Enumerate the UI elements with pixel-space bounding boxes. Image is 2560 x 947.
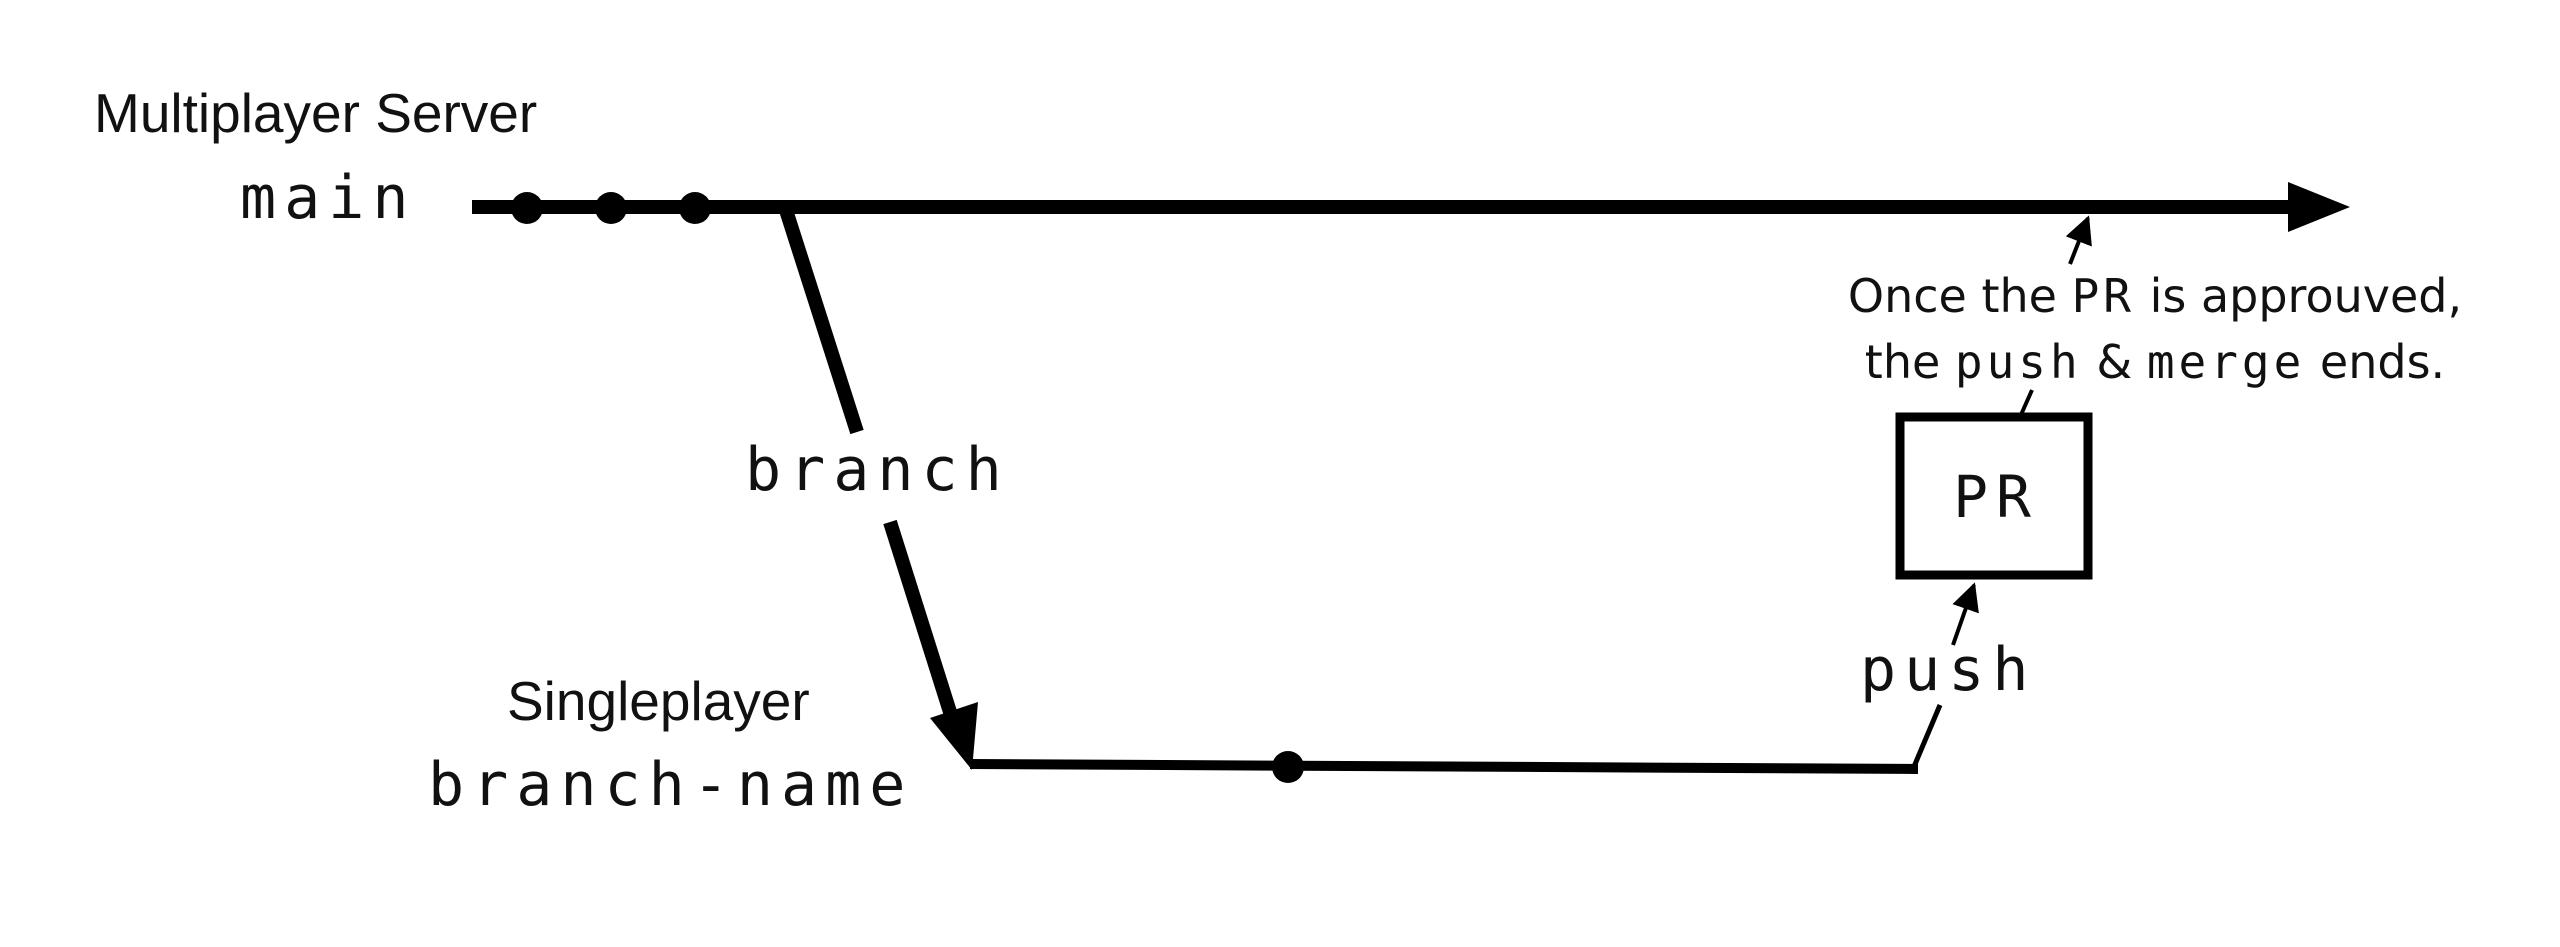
branch-line-lower — [883, 519, 957, 715]
note-line-2-code-2: merge — [2147, 335, 2305, 389]
push-arrow — [1951, 582, 1979, 646]
note-line-2: the push & merge ends. — [1865, 335, 2445, 389]
pr-box-frame — [1895, 412, 2093, 580]
note-line-2-pre: the — [1865, 335, 1955, 389]
note-line-2-mid: & — [2082, 335, 2147, 389]
local-branch-line — [969, 582, 1979, 783]
note-to-pr-line — [2018, 389, 2034, 418]
remote-title: Multiplayer Server — [94, 82, 537, 144]
commit-dot — [595, 192, 627, 224]
note-to-main-arrow — [2065, 215, 2092, 265]
push-action-label: push — [1860, 635, 2037, 705]
main-branch-label: main — [240, 163, 417, 233]
commit-dot — [511, 192, 543, 224]
note-line-1: Once the PR is approuved, — [1848, 269, 2462, 323]
push-line-lower — [1910, 704, 1943, 770]
pr-box: PR — [1895, 412, 2093, 580]
commit-dot — [1272, 751, 1304, 783]
commit-dot — [679, 192, 711, 224]
pr-box-label: PR — [1953, 463, 2039, 531]
local-line — [969, 759, 1919, 774]
note-line-1-pre: Once the — [1848, 269, 2072, 323]
note-line-1-code: PR — [2072, 269, 2135, 323]
note-line-2-post: ends. — [2305, 335, 2445, 389]
note-line-2-code-1: push — [1955, 335, 2082, 389]
branch-arrowhead — [930, 702, 978, 770]
note-line-1-post: is approuved, — [2135, 269, 2462, 323]
local-title: Singleplayer — [507, 670, 810, 732]
local-branch-label: branch-name — [428, 750, 913, 820]
main-commits — [511, 192, 711, 224]
branch-line-upper — [778, 204, 864, 435]
note-connectors — [2018, 215, 2092, 418]
main-arrowhead — [2288, 182, 2350, 232]
main-branch-line — [472, 182, 2350, 232]
branch-connector — [778, 204, 978, 770]
branch-action-label: branch — [745, 435, 1010, 505]
